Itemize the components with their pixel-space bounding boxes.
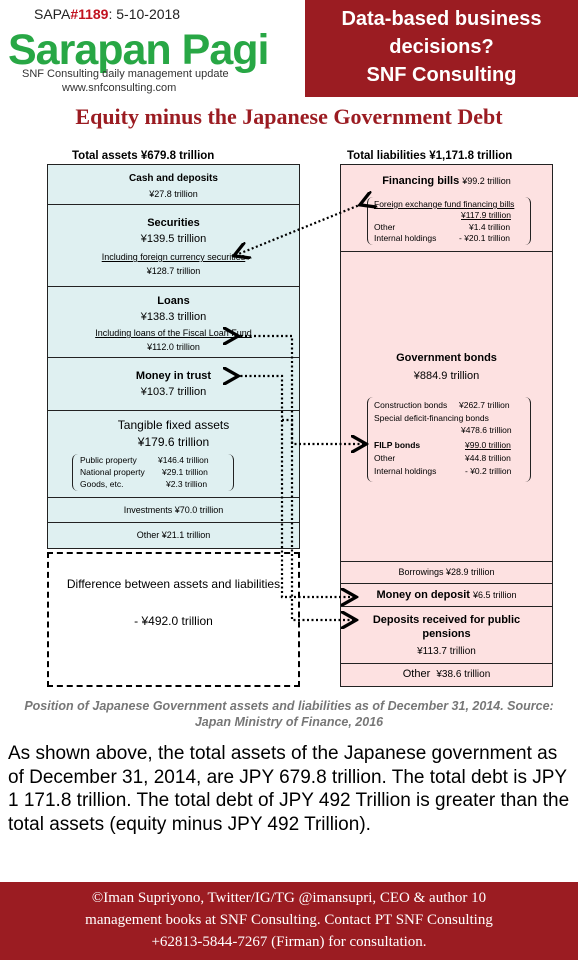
asset-cash: Cash and deposits ¥27.8 trillion xyxy=(48,165,299,205)
liability-other-name: Other xyxy=(402,668,431,680)
deposits-pensions-value: ¥113.7 trillion xyxy=(417,646,476,657)
promo-line-3: SNF Consulting xyxy=(366,64,517,86)
liabilities-column: Financing bills ¥99.2 trillion Foreign e… xyxy=(340,164,553,687)
bond-item-value: - ¥0.2 trillion xyxy=(465,466,512,476)
asset-money-in-trust-name: Money in trust xyxy=(135,370,212,382)
borrowings-text: Borrowings ¥28.9 trillion xyxy=(398,567,495,577)
asset-cash-name: Cash and deposits xyxy=(129,173,218,184)
liability-financing-bills: Financing bills ¥99.2 trillion Foreign e… xyxy=(341,165,552,252)
financing-item-value: ¥117.9 trillion xyxy=(461,210,511,220)
financing-item-label: Foreign exchange fund financing bills xyxy=(374,199,515,209)
government-bonds-value: ¥884.9 trillion xyxy=(413,370,480,382)
financing-item-label: Internal holdings xyxy=(374,233,437,243)
difference-box: Difference between assets and liabilitie… xyxy=(47,552,300,687)
liability-other-title: Other ¥38.6 trillion xyxy=(341,668,552,680)
asset-loans-value: ¥138.3 trillion xyxy=(140,311,207,323)
footer-banner: ©Iman Supriyono, Twitter/IG/TG @imansupr… xyxy=(0,882,578,960)
bond-item-label: Internal holdings xyxy=(374,466,437,476)
tangible-item-value: ¥2.3 trillion xyxy=(166,479,208,489)
bond-item-value: ¥99.0 trillion xyxy=(465,440,511,450)
asset-other: Other ¥21.1 trillion xyxy=(48,523,299,548)
asset-securities-sub-value: ¥128.7 trillion xyxy=(146,266,201,276)
asset-money-in-trust-value: ¥103.7 trillion xyxy=(140,386,207,398)
website-link[interactable]: www.snfconsulting.com xyxy=(62,82,177,94)
asset-loans-sub-value: ¥112.0 trillion xyxy=(147,342,200,352)
promo-line-2: decisions? xyxy=(389,36,494,58)
asset-investments-text: Investments ¥70.0 trillion xyxy=(123,505,224,515)
sapa-prefix: SAPA xyxy=(34,6,71,22)
money-on-deposit-name: Money on deposit xyxy=(376,589,470,601)
asset-tangible-value: ¥179.6 trillion xyxy=(137,435,210,449)
liability-money-on-deposit: Money on deposit ¥6.5 trillion xyxy=(341,584,552,607)
financing-bills-title: Financing bills ¥99.2 trillion xyxy=(341,175,552,187)
government-bonds-name: Government bonds xyxy=(396,352,497,364)
financing-bills-name: Financing bills xyxy=(382,175,460,187)
footer-line-2: management books at SNF Consulting. Cont… xyxy=(85,912,493,928)
tangible-item-value: ¥29.1 trillion xyxy=(162,467,208,477)
bond-item-label: FILP bonds xyxy=(374,440,421,450)
tangible-item-label: National property xyxy=(80,467,145,477)
financing-item-value: - ¥20.1 trillion xyxy=(459,233,511,243)
bond-item-value: ¥262.7 trillion xyxy=(459,400,510,410)
bond-item-value: ¥44.8 trillion xyxy=(465,453,511,463)
figure-caption: Position of Japanese Government assets a… xyxy=(24,699,554,729)
deposits-pensions-name: Deposits received for public pensions xyxy=(372,614,521,640)
body-paragraph: As shown above, the total assets of the … xyxy=(8,743,570,835)
liability-other-value: ¥38.6 trillion xyxy=(436,669,491,680)
liabilities-heading: Total liabilities ¥1,171.8 trillion xyxy=(347,150,513,162)
asset-tangible-name: Tangible fixed assets xyxy=(117,418,230,432)
asset-money-in-trust: Money in trust ¥103.7 trillion xyxy=(48,358,299,411)
difference-name: Difference between assets and liabilitie… xyxy=(66,577,281,591)
liability-other: Other ¥38.6 trillion xyxy=(341,664,552,686)
liability-borrowings: Borrowings ¥28.9 trillion xyxy=(341,562,552,584)
asset-securities: Securities ¥139.5 trillion Including for… xyxy=(48,205,299,287)
difference-value: - ¥492.0 trillion xyxy=(134,614,213,628)
assets-heading: Total assets ¥679.8 trillion xyxy=(72,150,215,162)
asset-securities-name: Securities xyxy=(147,217,200,229)
asset-other-text: Other ¥21.1 trillion xyxy=(136,530,211,540)
liability-government-bonds: Government bonds ¥884.9 trillion Constru… xyxy=(341,252,552,562)
asset-loans-sub-label: Including loans of the Fiscal Loan Fund xyxy=(95,328,252,338)
issue-label: SAPA#1189: 5-10-2018 xyxy=(34,6,180,22)
asset-cash-value: ¥27.8 trillion xyxy=(149,189,198,199)
tangible-item-label: Public property xyxy=(80,455,137,465)
asset-investments: Investments ¥70.0 trillion xyxy=(48,498,299,523)
asset-securities-value: ¥139.5 trillion xyxy=(140,233,207,245)
brand-logo: Sarapan Pagi xyxy=(8,26,269,74)
financing-item-value: ¥1.4 trillion xyxy=(469,222,511,232)
money-on-deposit-title: Money on deposit ¥6.5 trillion xyxy=(341,589,552,601)
promo-banner: Data-based business decisions? SNF Consu… xyxy=(305,0,578,97)
bond-item-label: Other xyxy=(374,453,396,463)
tagline: SNF Consulting daily management update xyxy=(22,68,229,80)
tangible-item-label: Goods, etc. xyxy=(80,479,124,489)
bond-item-value: ¥478.6 trillion xyxy=(461,425,512,435)
tangible-item-value: ¥146.4 trillion xyxy=(158,455,209,465)
asset-loans-name: Loans xyxy=(157,295,190,307)
page-title: Equity minus the Japanese Government Deb… xyxy=(75,104,503,129)
asset-tangible: Tangible fixed assets ¥179.6 trillion Pu… xyxy=(48,411,299,498)
financing-item-label: Other xyxy=(374,222,396,232)
footer-line-1: ©Iman Supriyono, Twitter/IG/TG @imansupr… xyxy=(91,890,487,906)
bond-item-label: Special deficit-financing bonds xyxy=(374,413,489,423)
issue-number: #1189 xyxy=(70,6,109,22)
footer-line-3: +62813-5844-7267 (Firman) for consultati… xyxy=(151,934,427,950)
liability-deposits-pensions: Deposits received for public pensions ¥1… xyxy=(341,607,552,664)
assets-column: Cash and deposits ¥27.8 trillion Securit… xyxy=(47,164,300,549)
promo-line-1: Data-based business xyxy=(341,8,542,30)
financing-bills-value: ¥99.2 trillion xyxy=(462,176,511,186)
money-on-deposit-value: ¥6.5 trillion xyxy=(473,590,517,600)
bond-item-label: Construction bonds xyxy=(374,400,448,410)
asset-securities-sub-label: Including foreign currency securities xyxy=(101,252,246,262)
issue-date: : 5-10-2018 xyxy=(108,6,181,22)
asset-loans: Loans ¥138.3 trillion Including loans of… xyxy=(48,287,299,358)
